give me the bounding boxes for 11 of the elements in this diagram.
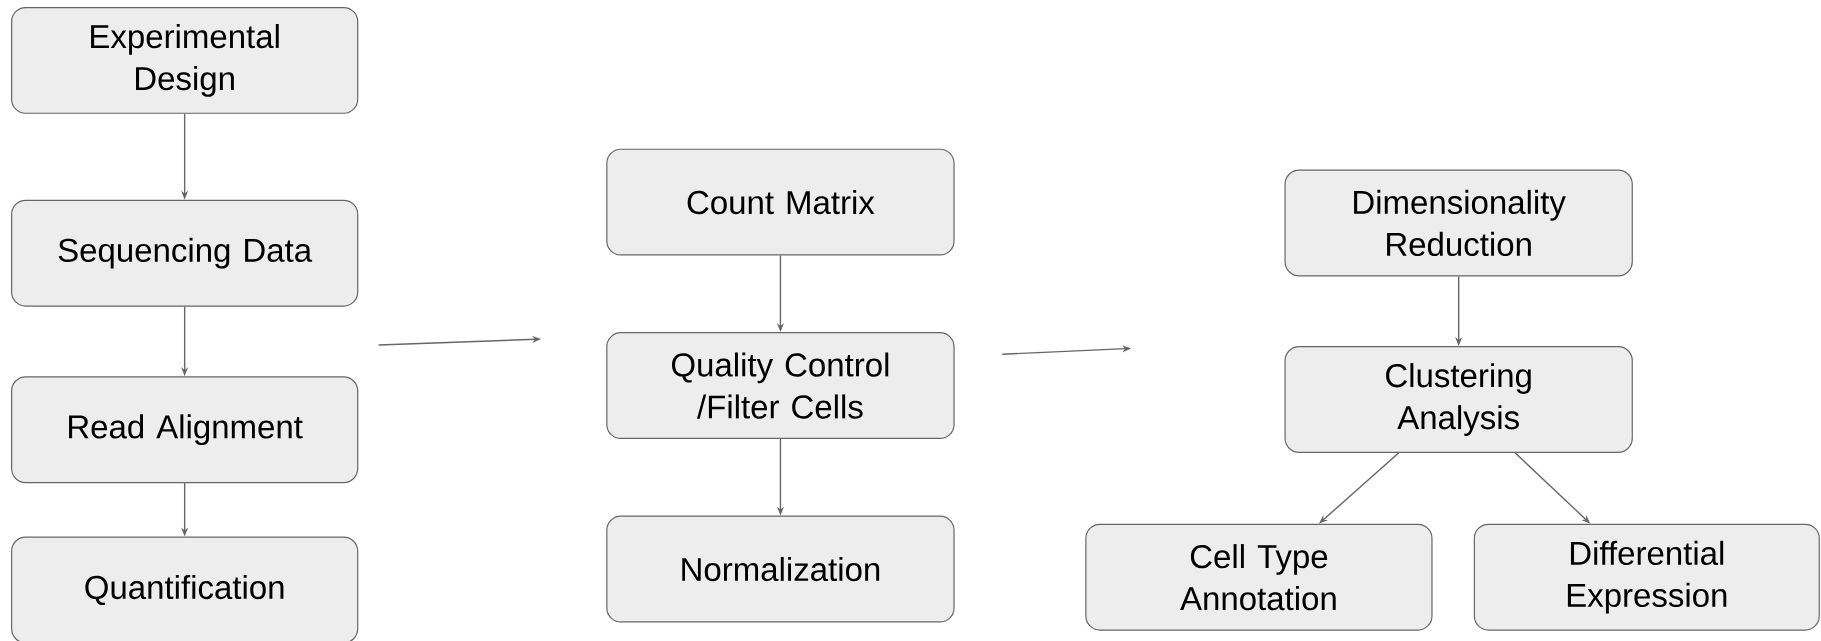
process-box: Differential Expression <box>1473 523 1820 631</box>
process-box: Cell Type Annotation <box>1085 523 1433 631</box>
process-box: Count Matrix <box>606 148 955 256</box>
process-box: Experimental Design <box>11 6 359 114</box>
process-box: Clustering Analysis <box>1284 346 1633 453</box>
process-box: Read Alignment <box>11 376 359 484</box>
process-box: Normalization <box>606 515 955 623</box>
process-box: Sequencing Data <box>11 199 359 307</box>
process-box: Quality Control /Filter Cells <box>606 332 955 440</box>
process-box: Dimensionality Reduction <box>1284 169 1633 277</box>
process-box: Quantification <box>11 536 359 641</box>
